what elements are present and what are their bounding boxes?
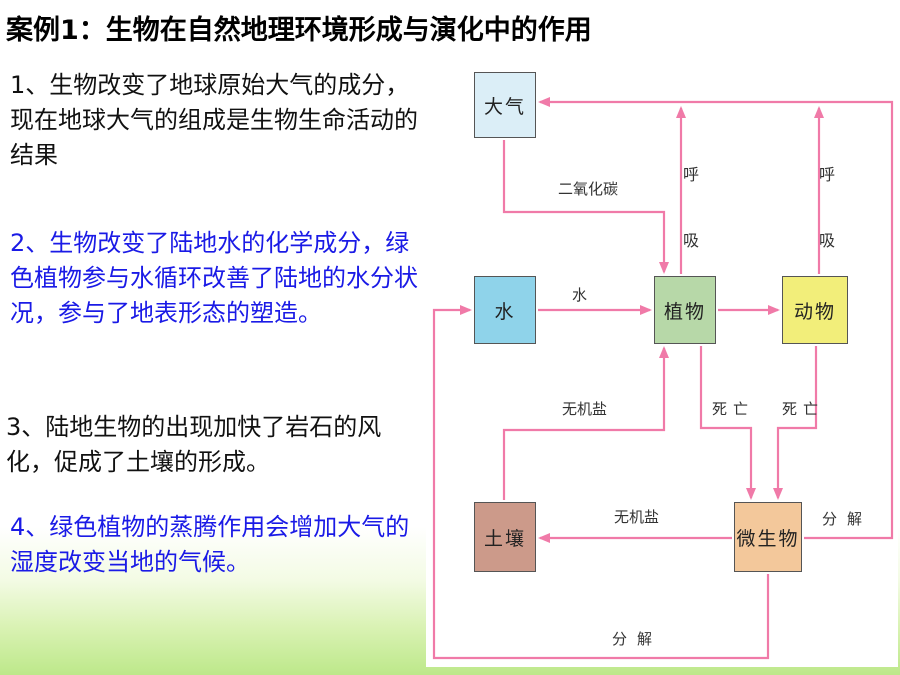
label-death-animal: 死亡 bbox=[782, 400, 825, 418]
point-1: 1、生物改变了地球原始大气的成分，现在地球大气的组成是生物生命活动的结果 bbox=[10, 71, 418, 169]
point-2: 2、生物改变了陆地水的化学成分，绿色植物参与水循环改善了陆地的水分状况，参与了地… bbox=[10, 229, 418, 327]
arrow-air-to-plant bbox=[502, 140, 669, 274]
label-respiration-plant: 呼吸 bbox=[682, 165, 699, 250]
label-decompose-bottom: 分解 bbox=[612, 630, 663, 648]
node-plant: 植物 bbox=[654, 276, 716, 344]
ecosystem-cycle-diagram: 大气 水 植物 动物 土壤 微生物 二氧化碳 呼吸 呼吸 水 无机盐 死亡 死亡… bbox=[426, 62, 898, 667]
diagram-arrows bbox=[432, 97, 894, 660]
node-soil: 土壤 bbox=[474, 502, 536, 572]
node-animal: 动物 bbox=[782, 276, 848, 344]
arrow-micro-to-water bbox=[432, 305, 770, 660]
label-respiration-animal: 呼吸 bbox=[818, 165, 835, 250]
page-title: 案例1：生物在自然地理环境形成与演化中的作用 bbox=[6, 15, 592, 46]
arrow-animal-to-micro bbox=[773, 346, 818, 500]
node-microbes: 微生物 bbox=[734, 502, 802, 572]
label-minerals-plant: 无机盐 bbox=[562, 400, 608, 418]
point-4: 4、绿色植物的蒸腾作用会增加大气的湿度改变当地的气候。 bbox=[10, 513, 410, 576]
node-air: 大气 bbox=[474, 72, 536, 138]
arrow-soil-to-plant bbox=[502, 346, 669, 500]
label-decompose-air: 分解 bbox=[822, 510, 873, 528]
label-water-flow: 水 bbox=[572, 286, 588, 304]
node-water: 水 bbox=[474, 276, 536, 344]
label-co2: 二氧化碳 bbox=[558, 180, 619, 198]
label-minerals-soil: 无机盐 bbox=[614, 508, 660, 526]
arrow-plant-to-micro bbox=[699, 346, 756, 500]
arrow-micro-to-air bbox=[538, 97, 894, 540]
label-death-plant: 死亡 bbox=[712, 400, 755, 418]
point-3: 3、陆地生物的出现加快了岩石的风化，促成了土壤的形成。 bbox=[6, 413, 382, 476]
